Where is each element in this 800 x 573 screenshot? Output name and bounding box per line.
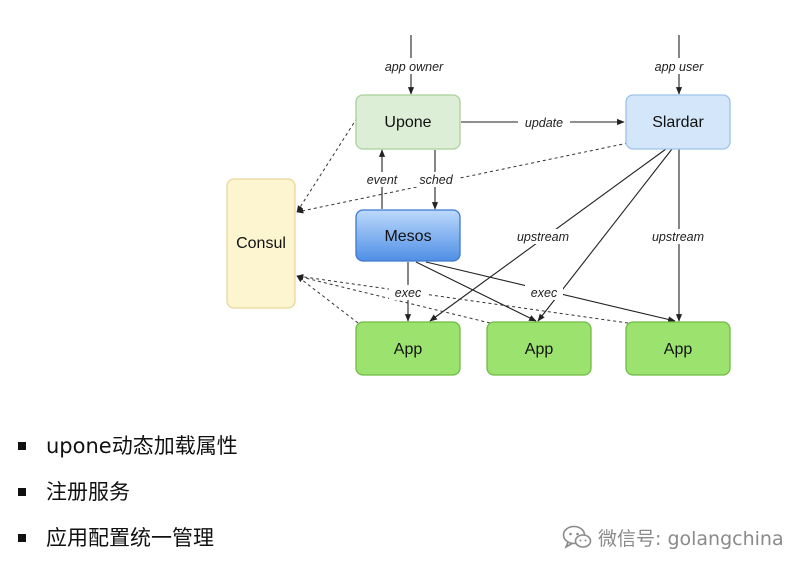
label-update: update	[525, 116, 563, 130]
watermark: 微信号: golangchina	[562, 520, 784, 554]
label-exec-right: exec	[531, 286, 558, 300]
wechat-icon	[562, 524, 592, 550]
label-sched: sched	[419, 173, 453, 187]
node-upone-label: Upone	[384, 114, 431, 131]
node-slardar: Slardar	[625, 94, 731, 150]
bullet-marker	[18, 488, 26, 496]
node-upone: Upone	[355, 94, 461, 150]
label-upstream-right: upstream	[652, 230, 704, 244]
node-app-1: App	[355, 321, 461, 376]
node-mesos-label: Mesos	[384, 228, 431, 245]
bullet-list: upone动态加载属性 注册服务 应用配置统一管理	[18, 428, 238, 566]
architecture-diagram: app owner app user update event sched up…	[226, 35, 731, 376]
edge-labels: app owner app user update event sched up…	[360, 58, 713, 300]
bullet-item: 注册服务	[18, 474, 238, 520]
bullet-text: 应用配置统一管理	[46, 526, 214, 550]
label-app-owner: app owner	[385, 60, 444, 74]
bullet-text: 注册服务	[46, 480, 130, 504]
node-consul: Consul	[226, 178, 296, 309]
label-event: event	[367, 173, 398, 187]
node-slardar-label: Slardar	[652, 114, 704, 131]
bullet-text: upone动态加载属性	[46, 434, 238, 458]
node-mesos: Mesos	[355, 209, 461, 262]
label-exec-left: exec	[395, 286, 422, 300]
edge-exec-mesos-app2	[415, 261, 537, 322]
bullet-item: 应用配置统一管理	[18, 520, 238, 566]
edge-upone-consul	[296, 117, 358, 213]
dashed-edges	[296, 117, 629, 324]
node-app-3-label: App	[664, 341, 693, 358]
watermark-text: 微信号: golangchina	[598, 527, 784, 550]
label-app-user: app user	[655, 60, 704, 74]
bullet-marker	[18, 442, 26, 450]
node-app-3: App	[625, 321, 731, 376]
edge-slardar-consul	[296, 142, 629, 214]
node-app-2: App	[486, 321, 592, 376]
bullet-marker	[18, 534, 26, 542]
label-upstream-left: upstream	[517, 230, 569, 244]
edge-app3-consul	[296, 274, 629, 324]
node-app-1-label: App	[394, 341, 423, 358]
node-consul-label: Consul	[236, 235, 286, 252]
edge-app1-consul	[296, 275, 359, 324]
node-app-2-label: App	[525, 341, 554, 358]
bullet-item: upone动态加载属性	[18, 428, 238, 474]
